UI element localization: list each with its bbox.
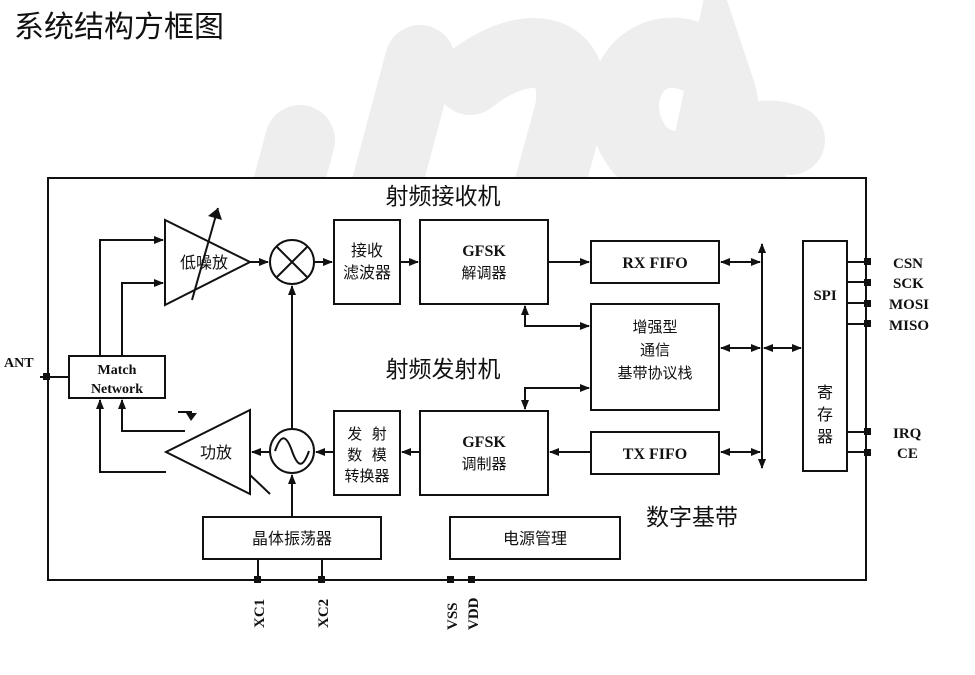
spi-sub-2: 存: [817, 405, 833, 424]
gfsk-demod-sub: 解调器: [461, 264, 506, 282]
rx-filter-line2: 滤波器: [343, 263, 391, 282]
pin-ant: ANT: [4, 356, 34, 371]
protocol-line3: 基带协议栈: [617, 364, 692, 382]
gfsk-demodulator-block: GFSK 解调器: [419, 219, 549, 305]
protocol-line1: 增强型: [632, 318, 677, 336]
gfsk-mod-title: GFSK: [462, 434, 506, 451]
oscillator-symbol: [269, 428, 315, 474]
match-network-block: Match Network: [68, 355, 166, 399]
pin-xc2: XC2: [316, 599, 332, 628]
dac-line1: 发 射: [347, 425, 387, 443]
rx-fifo-block: RX FIFO: [590, 240, 720, 284]
pin-sck: SCK: [893, 276, 924, 292]
spi-title: SPI: [813, 288, 837, 304]
crystal-oscillator-block: 晶体振荡器: [202, 516, 382, 560]
pin-ce: CE: [897, 446, 918, 462]
lna-label: 低噪放: [180, 253, 228, 272]
pin-terminals: [43, 258, 871, 583]
signal-connections: [40, 236, 870, 582]
lna-amplifier: 低噪放: [164, 207, 253, 307]
protocol-stack-block: 增强型 通信 基带协议栈: [590, 303, 720, 411]
tx-fifo-block: TX FIFO: [590, 431, 720, 475]
dac-line2: 数 模: [347, 446, 387, 464]
power-label: 电源管理: [503, 529, 567, 548]
gfsk-demod-title: GFSK: [462, 243, 506, 260]
pa-label: 功放: [200, 443, 232, 462]
pin-csn: CSN: [893, 256, 923, 272]
gfsk-mod-sub: 调制器: [461, 455, 506, 473]
mixer: [269, 239, 315, 285]
section-rf-transmitter: 射频发射机: [386, 357, 501, 383]
spi-sub-1: 寄: [817, 383, 833, 402]
pin-xc1: XC1: [252, 599, 268, 628]
protocol-line2: 通信: [640, 341, 670, 359]
spi-sub-3: 器: [817, 427, 833, 446]
page-title: 系统结构方框图: [14, 10, 224, 45]
pa-amplifier: 功放: [163, 408, 271, 496]
power-management-block: 电源管理: [449, 516, 621, 560]
pin-vdd: VDD: [466, 597, 482, 630]
dac-line3: 转换器: [344, 467, 389, 485]
crystal-label: 晶体振荡器: [252, 529, 332, 548]
match-line1: Match: [98, 363, 137, 378]
gfsk-modulator-block: GFSK 调制器: [419, 410, 549, 496]
section-rf-receiver: 射频接收机: [386, 184, 501, 210]
pin-vss: VSS: [445, 602, 461, 630]
pin-miso: MISO: [889, 318, 929, 334]
spi-register-block: SPI 寄 存 器: [802, 240, 848, 472]
pin-mosi: MOSI: [889, 297, 929, 313]
tx-fifo-label: TX FIFO: [623, 446, 687, 463]
rx-filter-line1: 接收: [351, 241, 383, 260]
pin-irq: IRQ: [893, 426, 922, 442]
dac-block: 发 射 数 模 转换器: [333, 410, 401, 496]
rx-filter-block: 接收 滤波器: [333, 219, 401, 305]
match-line2: Network: [91, 382, 143, 397]
rx-fifo-label: RX FIFO: [622, 255, 687, 272]
section-digital-baseband: 数字基带: [646, 505, 738, 531]
